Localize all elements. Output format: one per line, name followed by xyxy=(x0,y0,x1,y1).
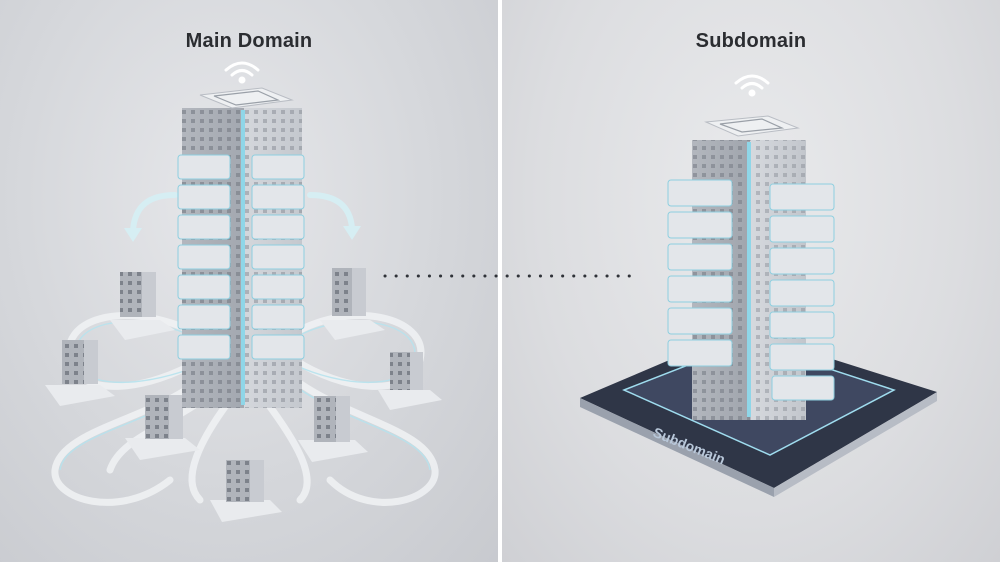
small-building xyxy=(320,268,385,340)
small-building xyxy=(110,272,175,340)
small-building xyxy=(210,460,282,522)
small-building xyxy=(298,396,368,462)
main-domain-illustration xyxy=(0,0,498,562)
subdomain-illustration: Subdomain xyxy=(502,0,1000,562)
arrow-left-icon xyxy=(133,195,175,230)
wifi-icon xyxy=(736,76,768,95)
subdomain-panel: Subdomain Subdomain xyxy=(502,0,1000,562)
small-building xyxy=(45,340,115,406)
wifi-icon xyxy=(226,63,258,82)
arrow-right-icon xyxy=(310,195,352,228)
main-domain-panel: Main Domain xyxy=(0,0,498,562)
